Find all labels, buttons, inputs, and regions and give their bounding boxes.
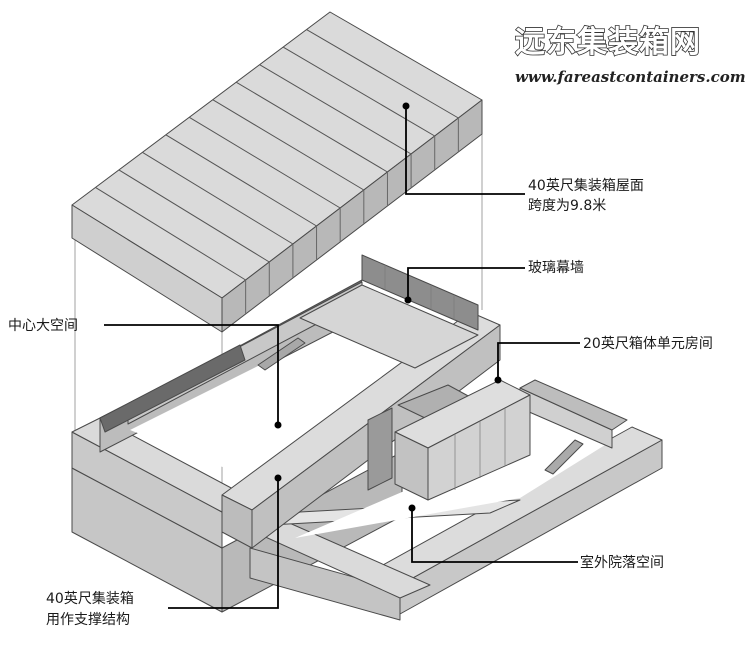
upper-ring bbox=[99, 254, 501, 549]
junction-glass bbox=[367, 407, 393, 491]
unit-rooms-block bbox=[394, 379, 531, 501]
label-glass-wall: 玻璃幕墙 bbox=[528, 259, 584, 276]
glass-wall bbox=[361, 254, 479, 331]
roof-seam bbox=[142, 151, 294, 245]
label-roof-line2: 跨度为9.8米 bbox=[528, 198, 606, 214]
ground-ring bbox=[71, 379, 663, 621]
roof-seam bbox=[259, 64, 412, 155]
courtyard-front-wall bbox=[249, 547, 401, 621]
roof-seam bbox=[189, 116, 341, 209]
roof-seam bbox=[95, 187, 246, 281]
roof-assembly bbox=[71, 11, 483, 333]
label-unit-rooms: 20英尺箱体单元房间 bbox=[583, 335, 713, 352]
brand-name: 远东集装箱网 bbox=[515, 25, 701, 60]
right-inner-ramp bbox=[544, 439, 584, 475]
left-inner-dark bbox=[99, 344, 246, 433]
label-roof-line1: 40英尺集装箱屋面 bbox=[528, 177, 644, 194]
label-support-line2: 用作支撑结构 bbox=[46, 612, 130, 628]
back-rear-plate bbox=[299, 284, 479, 369]
roof-container-ends bbox=[245, 118, 459, 314]
label-central-space: 中心大空间 bbox=[8, 318, 78, 334]
central-floor bbox=[130, 360, 370, 470]
roof-seam bbox=[306, 29, 459, 119]
label-courtyard: 室外院落空间 bbox=[580, 554, 664, 571]
brand-url: www.fareastcontainers.com bbox=[515, 68, 746, 86]
roof-seam bbox=[212, 99, 365, 191]
leaders bbox=[104, 102, 580, 609]
right-inner-side bbox=[519, 379, 628, 431]
annotations: 40英尺集装箱屋面 跨度为9.8米 玻璃幕墙 中心大空间 20英尺箱体单元房间 … bbox=[8, 177, 713, 628]
stair-ramp bbox=[257, 337, 306, 371]
units-left bbox=[394, 431, 429, 501]
roof-seam bbox=[235, 81, 388, 173]
roof-seam bbox=[118, 169, 270, 263]
roof-seam bbox=[165, 134, 317, 227]
roof-seams bbox=[95, 29, 459, 281]
roof-seam bbox=[282, 46, 435, 137]
label-support-line1: 40英尺集装箱 bbox=[46, 590, 134, 607]
brand-watermark: 远东集装箱网 www.fareastcontainers.com bbox=[514, 24, 746, 86]
roof-side bbox=[221, 99, 483, 333]
